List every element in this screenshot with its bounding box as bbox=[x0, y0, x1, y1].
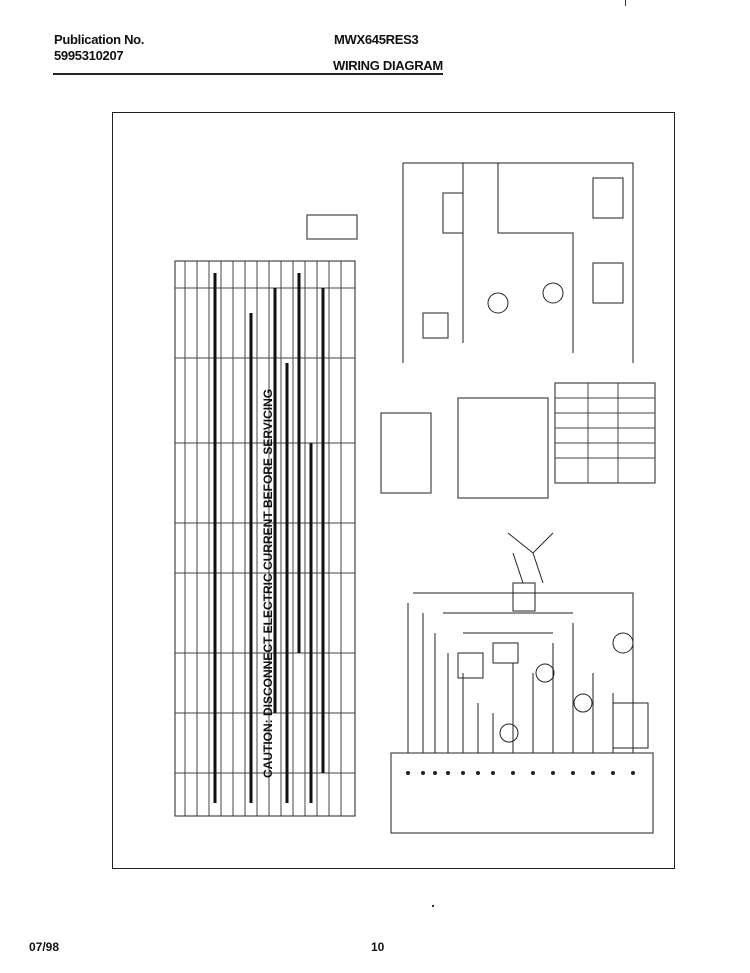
chart-key-box bbox=[306, 214, 358, 240]
pressure-switch-sketch bbox=[507, 532, 554, 584]
wiring-codes-box bbox=[457, 397, 549, 499]
timer-chart-rows bbox=[175, 287, 355, 774]
lower-components bbox=[457, 582, 649, 749]
header-rule bbox=[53, 73, 443, 75]
terminal-block bbox=[390, 752, 654, 834]
motor-box bbox=[592, 177, 624, 219]
timer-chart-columns bbox=[184, 261, 342, 816]
connector-box bbox=[380, 412, 432, 494]
model-number: MWX645RES3 bbox=[334, 32, 419, 47]
stray-mark bbox=[432, 905, 434, 907]
margin-tick bbox=[625, 0, 626, 6]
terminal-markers bbox=[406, 771, 635, 775]
timer-motor-symbol bbox=[487, 292, 509, 314]
pump-motor-symbol bbox=[542, 282, 564, 304]
page-number: 10 bbox=[371, 940, 385, 954]
wire-code-table bbox=[554, 382, 656, 484]
speed-switch-box bbox=[592, 262, 624, 304]
publication-number: 5995310207 bbox=[54, 48, 124, 63]
wiring-diagram-drawing bbox=[174, 162, 656, 834]
upper-circuit bbox=[402, 162, 634, 363]
section-title: WIRING DIAGRAM bbox=[333, 58, 443, 73]
footer-date: 07/98 bbox=[29, 940, 60, 954]
publication-label: Publication No. bbox=[54, 32, 145, 47]
wire-code-table-grid bbox=[555, 383, 655, 483]
wiring-diagram-frame: CAUTION: DISCONNECT ELECTRIC CURRENT BEF… bbox=[112, 112, 675, 869]
timer-chart-outline bbox=[174, 260, 356, 817]
timer-chart-bars bbox=[213, 273, 325, 803]
terminal-leads bbox=[407, 592, 634, 753]
